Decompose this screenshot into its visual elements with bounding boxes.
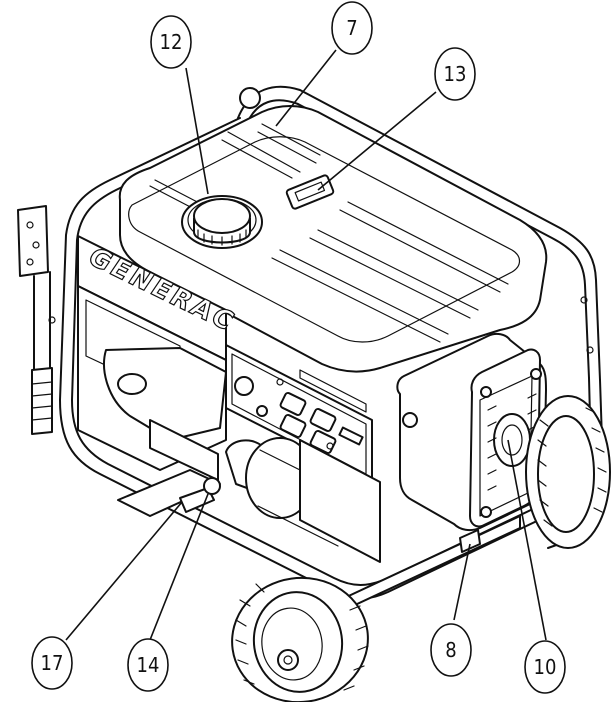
- callout-7: 7: [331, 1, 373, 55]
- callout-13-label: 13: [444, 62, 467, 86]
- callout-12: 12: [150, 15, 192, 69]
- callout-13: 13: [434, 47, 476, 101]
- oil-fill-and-drain: [179, 477, 481, 553]
- callout-10-label: 10: [534, 655, 557, 679]
- callout-14-label: 14: [137, 653, 160, 677]
- front-wheel: [231, 576, 369, 702]
- callout-17-label: 17: [41, 651, 64, 675]
- callout-14: 14: [127, 638, 169, 692]
- callout-12-label: 12: [160, 30, 183, 54]
- frame-left-handle: [17, 117, 245, 435]
- callout-17: 17: [31, 636, 73, 690]
- callout-8: 8: [430, 623, 472, 677]
- control-panel: [225, 344, 373, 483]
- alternator-cover: [396, 332, 547, 532]
- callout-10: 10: [524, 640, 566, 694]
- callout-leaders: [65, 49, 547, 641]
- fuel-cap: [181, 195, 263, 249]
- callout-8-label: 8: [445, 638, 456, 662]
- rear-wheel: [525, 395, 611, 549]
- engine: [103, 347, 381, 563]
- callout-7-label: 7: [346, 16, 357, 40]
